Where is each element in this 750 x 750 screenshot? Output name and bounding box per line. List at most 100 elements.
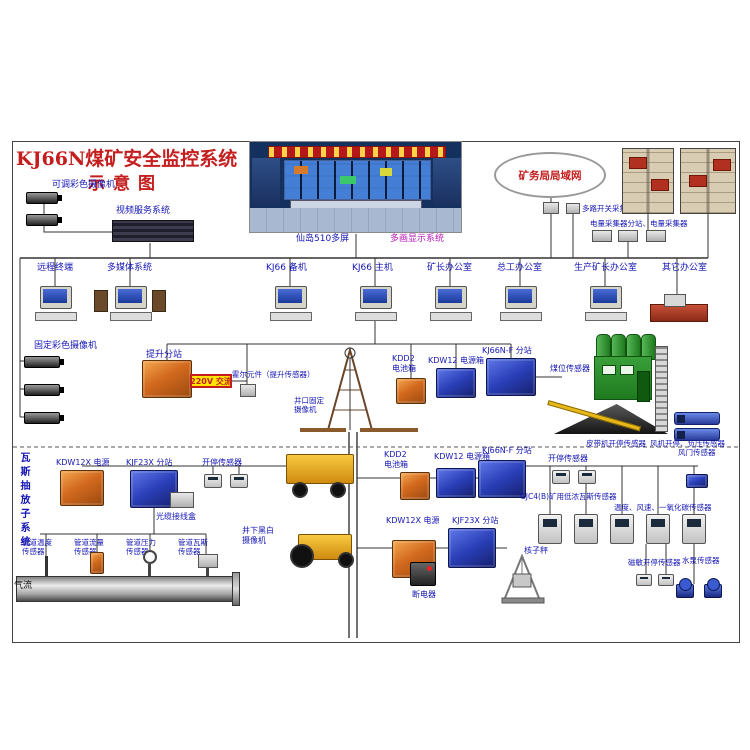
sensor-stem (206, 568, 209, 576)
magnetic-sensor-label: 磁敏开停传感器 (628, 558, 681, 567)
keyboard (355, 312, 397, 321)
wheel-icon (338, 552, 354, 568)
office-label-production: 生产矿长办公室 (574, 263, 638, 273)
keyboard (110, 312, 152, 321)
hall-sensor-label: 霍尔元件（提升传感器） (232, 370, 315, 379)
kdd2-battery-box-2 (400, 472, 430, 500)
water-pump-icon (704, 578, 722, 598)
laptop-icon (664, 294, 686, 307)
power-collector-icon (618, 230, 638, 242)
underground-camera-label: 井下黑白摄像机 (242, 526, 274, 545)
equipment-cabinet-icon (622, 148, 674, 214)
office-label-kj66-main: KJ66 主机 (352, 263, 393, 273)
workstation-icon (430, 286, 472, 321)
camera-icon (26, 214, 62, 226)
gas-subsystem-vertical-label: 瓦斯抽放子系统 (18, 452, 29, 550)
water-pump-icon (676, 578, 694, 598)
page-title: KJ66N煤矿安全监控系统 (16, 148, 238, 170)
screen (593, 289, 617, 303)
control-room-image (249, 141, 462, 233)
hanging-sensor-icon (538, 514, 562, 544)
keyboard (500, 312, 542, 321)
fiber-box-label: 光缆接线盒 (156, 512, 196, 521)
workstation-icon (270, 286, 312, 321)
office-label-chief: 总工办公室 (497, 263, 543, 273)
lan-cloud: 矿务局局域网 (494, 152, 606, 198)
pump-sensor-label: 水泵传感器 (682, 556, 720, 565)
cabinet-module (713, 159, 731, 171)
coal-bunker-building-icon (594, 356, 652, 402)
damper-sensor-label: 风门传感器 (678, 448, 716, 457)
screen (508, 289, 532, 303)
window (602, 365, 616, 375)
onoff-sensor-icon (552, 470, 570, 484)
fixed-camera-label: 固定彩色摄像机 (34, 341, 98, 351)
office-label-remote: 远程终端 (37, 263, 74, 273)
kdw12-power-label: KDW12 电源箱 (428, 356, 485, 365)
onoff-sensor-icon (578, 470, 596, 484)
magnetic-sensor-icon (636, 574, 652, 586)
wheel-icon (330, 482, 346, 498)
workstation-icon (110, 286, 152, 321)
airflow-label: 气流 (14, 581, 33, 591)
video-wall-icon (284, 160, 431, 200)
onoff-sensor-icon (230, 474, 248, 488)
office-label-director: 矿长办公室 (427, 263, 473, 273)
video-server-rack-icon (112, 220, 194, 242)
workstation-icon (355, 286, 397, 321)
adjustable-camera-label: 可调彩色摄像机 (52, 180, 116, 190)
camera-icon (26, 192, 62, 204)
kjf23x-station-label-2: KJF23X 分站 (452, 516, 499, 525)
gjc4-sensor-label: GJC4(B)矿用低浓瓦斯传感器 (520, 492, 617, 501)
ac220-box: 220V 交流 (190, 374, 232, 388)
room-floor (250, 208, 461, 232)
pipe-temp-label: 管道温度传感器 (22, 538, 52, 556)
room-left-wall (252, 158, 280, 206)
kdw12x-power-label-2: KDW12X 电源 (386, 516, 440, 525)
pipe-flow-label: 管道流量传感器 (74, 538, 104, 556)
equipment-cabinet-icon (680, 148, 736, 214)
fan-icon (674, 412, 720, 425)
video-wall-screen (340, 176, 356, 184)
fan-sensor-label: 风机开停、负压传感器 (650, 439, 725, 448)
kdd2-battery-label: KDD2电池箱 (392, 354, 416, 373)
speaker-icon (94, 290, 108, 312)
kdw12-power-box-2 (436, 468, 476, 498)
screen (118, 289, 142, 303)
video-service-label: 视频服务系统 (116, 206, 171, 216)
kj66nf-station-box-2 (478, 460, 526, 498)
multiplex-collector-icon (566, 203, 580, 214)
cabinet-module (629, 157, 647, 169)
onoff-sensor-icon (204, 474, 222, 488)
wellhead-camera-label: 井口固定摄像机 (294, 396, 324, 414)
camera-icon (24, 412, 64, 424)
screen (43, 289, 67, 303)
lan-modem-icon (543, 202, 559, 214)
video-wall-screen (380, 168, 392, 176)
kjf23x-station-label: KJF23X 分站 (126, 458, 173, 467)
wheel-icon (292, 482, 308, 498)
magnetic-sensor-icon (658, 574, 674, 586)
power-collector-label: 电量采集器分站、电量采集器 (590, 219, 688, 228)
pipe-pressure-label: 管道压力传感器 (126, 538, 156, 556)
keyboard (270, 312, 312, 321)
power-collector-icon (592, 230, 612, 242)
gauge-stem (148, 564, 151, 576)
hanging-sensor-icon (574, 514, 598, 544)
cabinet-module (651, 179, 669, 191)
conveyor-drive-icon (286, 454, 354, 484)
room-right-wall (433, 158, 461, 206)
hanging-sensor-icon (682, 514, 706, 544)
hoist-substation-box (142, 360, 192, 398)
room-banner (268, 146, 446, 158)
cabinet-module (689, 175, 707, 187)
keyboard (430, 312, 472, 321)
kj66nf-station-box (486, 358, 536, 396)
temp-probe-icon (45, 556, 48, 576)
kdw12x-power-label: KDW12X 电源 (56, 458, 110, 467)
screen (438, 289, 462, 303)
multi-display-caption: 多画显示系统 (390, 234, 445, 244)
screen (278, 289, 302, 303)
camera-icon (24, 356, 64, 368)
kjf23x-station-box-2 (448, 528, 496, 568)
